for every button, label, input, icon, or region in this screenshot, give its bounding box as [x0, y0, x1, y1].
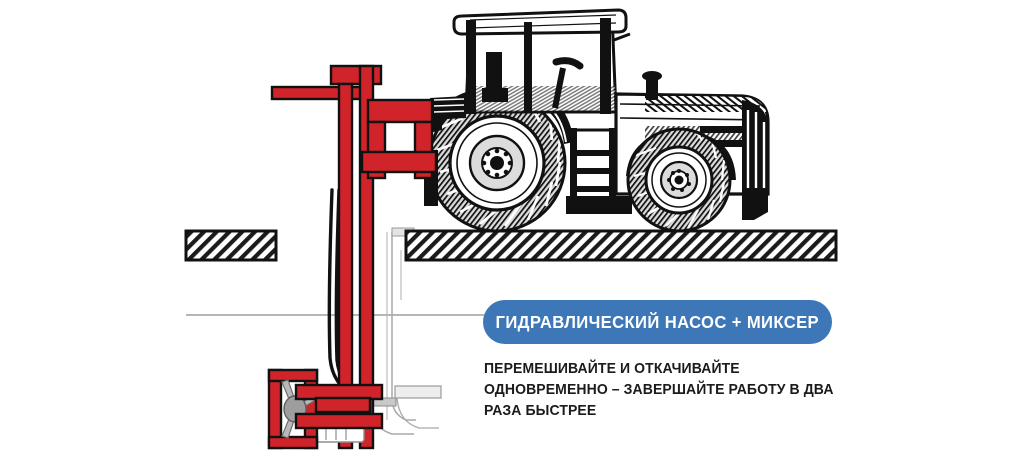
callout-badge-label: ГИДРАВЛИЧЕСКИЙ НАСОС + МИКСЕР [495, 311, 820, 332]
description-line-3: РАЗА БЫСТРЕЕ [484, 403, 597, 419]
ground-hatch-right [404, 229, 838, 262]
tractor [416, 8, 770, 233]
ground-hatch-left [184, 229, 278, 262]
red-mast [337, 82, 354, 450]
callout-badge[interactable]: ГИДРАВЛИЧЕСКИЙ НАСОС + МИКСЕР [483, 300, 832, 344]
hydraulic-pump-mixer [267, 64, 438, 450]
pump-mixer-head [267, 368, 384, 450]
tractor-cab [452, 8, 631, 114]
description-line-2: ОДНОВРЕМЕННО – ЗАВЕРШАЙТЕ РАБОТУ В ДВА [484, 382, 834, 398]
callout-description: ПЕРЕМЕШИВАЙТЕ И ОТКАЧИВАЙТЕ ОДНОВРЕМЕННО… [484, 359, 859, 422]
pit-guide-lines [386, 232, 402, 420]
red-hitch-frame [360, 98, 438, 180]
mixer-propeller [267, 368, 319, 450]
description-line-1: ПЕРЕМЕШИВАЙТЕ И ОТКАЧИВАЙТЕ [484, 361, 740, 377]
rear-wheel-lugs [481, 148, 513, 178]
tractor-chassis [566, 128, 632, 214]
front-wheel-lugs [667, 169, 691, 192]
